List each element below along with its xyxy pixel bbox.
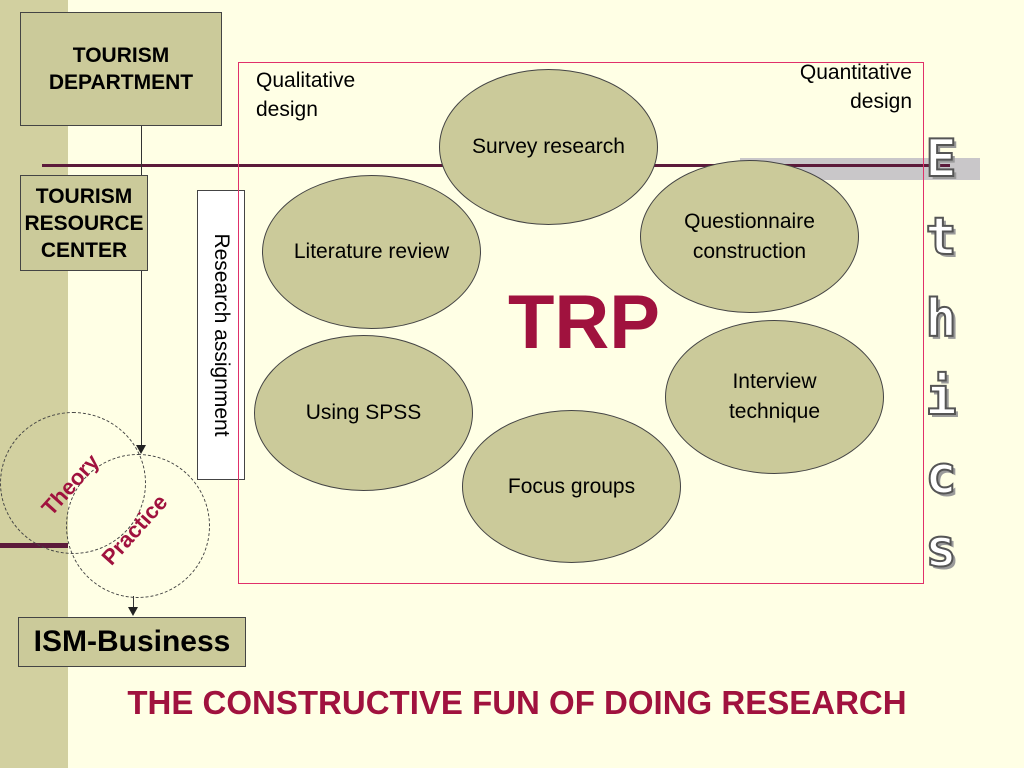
connector-dept-to-trc [141,126,142,175]
ethics-letter: h [924,289,957,349]
research-assignment-label: Research assignment [210,233,233,437]
ism-business-box: ISM-Business [18,617,246,667]
quantitative-design-label: Quantitative design [799,61,912,113]
qualitative-design-label: Qualitative design [256,69,356,121]
ellipse-interview-technique: Interview technique [665,320,884,474]
ellipse-survey-research: Survey research [439,69,658,225]
tourism-resource-center-box: TOURISM RESOURCE CENTER [20,175,148,271]
connector-trc-to-venn [141,271,142,445]
trp-title: TRP [508,280,660,365]
ethics-letter: E [924,129,957,189]
ellipse-questionnaire-construction: Questionnaire construction [640,160,859,313]
ethics-letter: s [924,519,957,579]
side-dark-stripe [0,543,68,548]
ethics-letter: t [924,207,957,267]
tourism-department-box: TOURISM DEPARTMENT [20,12,222,126]
ellipse-literature-review: Literature review [262,175,481,329]
trp-frame [238,62,924,584]
ellipse-using-spss: Using SPSS [254,335,473,491]
footer-title: THE CONSTRUCTIVE FUN OF DOING RESEARCH [127,684,907,721]
research-assignment-box [197,190,245,480]
practice-circle [66,454,210,598]
ethics-letter: c [924,446,957,506]
arrow-down-icon [128,607,138,616]
arrow-down-icon [136,445,146,454]
ethics-letter: i [924,367,957,427]
ellipse-focus-groups: Focus groups [462,410,681,563]
connector-venn-to-ism [133,596,134,607]
